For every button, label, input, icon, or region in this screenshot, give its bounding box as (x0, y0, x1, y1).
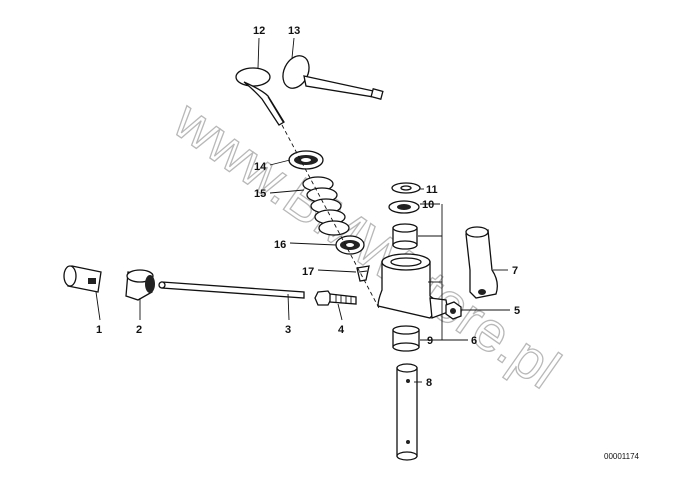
valve-spring-15 (302, 176, 350, 236)
nut-5 (445, 301, 462, 320)
pushrod-3 (158, 281, 305, 299)
label-4: 4 (338, 324, 345, 336)
watermark-text: www.BMWstore.pl (162, 88, 571, 401)
label-12: 12 (253, 25, 265, 37)
rocker-shaft-8 (396, 363, 418, 461)
label-13: 13 (288, 25, 300, 37)
label-7: 7 (512, 265, 518, 277)
valve-13 (282, 55, 384, 100)
valve-guide-17 (356, 265, 370, 282)
label-10: 10 (422, 199, 434, 211)
label-15: 15 (254, 188, 266, 200)
rocker-arm (377, 253, 449, 319)
leader-lines (95, 37, 510, 383)
adjusting-screw-4 (314, 290, 357, 306)
spring-seat-14 (288, 150, 324, 170)
label-14: 14 (254, 161, 267, 173)
label-9: 9 (427, 335, 433, 347)
label-6: 6 (471, 335, 477, 347)
tappet-1 (63, 265, 102, 293)
label-5: 5 (514, 305, 520, 317)
label-17: 17 (302, 266, 314, 278)
bush-9 (392, 325, 420, 352)
rocker-arm-7 (465, 226, 498, 299)
label-3: 3 (285, 324, 291, 336)
label-1: 1 (96, 324, 102, 336)
valve-12 (235, 67, 285, 126)
washer-11 (391, 182, 421, 194)
cup-2 (125, 269, 155, 301)
label-11: 11 (426, 184, 438, 196)
spring-seat-16 (335, 235, 365, 255)
label-16: 16 (274, 239, 286, 251)
label-2: 2 (136, 324, 142, 336)
label-8: 8 (426, 377, 432, 389)
reference-number: 00001174 (604, 452, 640, 461)
washer-bush-10 (388, 200, 420, 250)
